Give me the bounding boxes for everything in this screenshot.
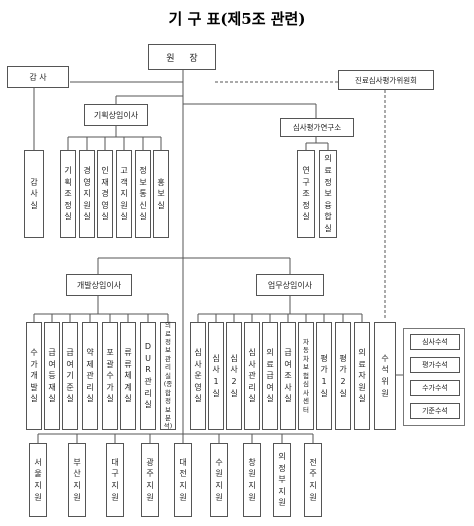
auditor-box[interactable]: 감 사 bbox=[7, 66, 69, 88]
development-unit-label: 급여등재실 bbox=[48, 348, 56, 404]
branch-office-7[interactable]: 창원지원 bbox=[243, 443, 261, 517]
branch-office-label: 수원지원 bbox=[215, 457, 223, 502]
planning-unit-6[interactable]: 홍보실 bbox=[153, 150, 169, 238]
planning-unit-label: 인재경영실 bbox=[101, 166, 109, 222]
branch-office-label: 서울지원 bbox=[34, 457, 42, 502]
development-unit-8[interactable]: 의료정보관리실(종합정보분석) bbox=[160, 321, 176, 431]
planning-director-box[interactable]: 기획상임이사 bbox=[84, 104, 148, 126]
development-director-box[interactable]: 개발상임이사 bbox=[66, 274, 132, 296]
operations-unit-7[interactable]: 자동차보험심사센터 bbox=[298, 322, 314, 430]
operations-unit-label: 심사1실 bbox=[212, 353, 220, 398]
planning-unit-3[interactable]: 인재경영실 bbox=[97, 150, 113, 238]
institute-unit-label: 연구조정실 bbox=[302, 166, 310, 222]
branch-office-label: 부산지원 bbox=[73, 457, 81, 502]
branch-office-8[interactable]: 의정부지원 bbox=[273, 443, 291, 517]
development-unit-label: 약제관리실 bbox=[86, 348, 94, 404]
branch-office-1[interactable]: 서울지원 bbox=[29, 443, 47, 517]
operations-unit-label: 자동차보험심사센터 bbox=[303, 338, 309, 414]
operations-unit-4[interactable]: 심사관리실 bbox=[244, 322, 260, 430]
branch-office-label: 전주지원 bbox=[309, 457, 317, 502]
operations-unit-9[interactable]: 평가2실 bbox=[335, 322, 351, 430]
planning-unit-label: 고객지원실 bbox=[120, 166, 128, 222]
branch-office-label: 창원지원 bbox=[248, 457, 256, 502]
planning-unit-label: 홍보실 bbox=[157, 177, 165, 210]
development-unit-2[interactable]: 급여등재실 bbox=[44, 322, 60, 430]
director-box[interactable]: 원 장 bbox=[148, 44, 216, 70]
chief-examiner-item-4[interactable]: 기준수석 bbox=[410, 403, 460, 419]
operations-unit-6[interactable]: 급여조사실 bbox=[280, 322, 296, 430]
planning-unit-1[interactable]: 기획조정실 bbox=[60, 150, 76, 238]
development-unit-label: 급여기준실 bbox=[66, 348, 74, 404]
planning-unit-label: 경영지원실 bbox=[83, 166, 91, 222]
operations-unit-label: 심사2실 bbox=[230, 353, 238, 398]
branch-office-label: 대구지원 bbox=[111, 457, 119, 502]
chief-examiner-item-2[interactable]: 평가수석 bbox=[410, 357, 460, 373]
chief-examiner-box[interactable]: 수석위원 bbox=[374, 322, 396, 430]
development-unit-7[interactable]: DUR관리실 bbox=[140, 322, 156, 430]
operations-director-box[interactable]: 업무상임이사 bbox=[256, 274, 324, 296]
branch-office-label: 광주지원 bbox=[146, 457, 154, 502]
branch-office-3[interactable]: 대구지원 bbox=[106, 443, 124, 517]
operations-unit-label: 심사운영실 bbox=[194, 348, 202, 404]
branch-office-5[interactable]: 대전지원 bbox=[174, 443, 192, 517]
operations-unit-8[interactable]: 평가1실 bbox=[316, 322, 332, 430]
review-committee-box[interactable]: 진료심사평가위원회 bbox=[338, 70, 434, 90]
research-institute-box[interactable]: 심사평가연구소 bbox=[280, 118, 354, 137]
branch-office-4[interactable]: 광주지원 bbox=[141, 443, 159, 517]
branch-office-9[interactable]: 전주지원 bbox=[304, 443, 322, 517]
development-unit-label: 의료정보관리실(종합정보분석) bbox=[163, 321, 173, 431]
development-unit-4[interactable]: 약제관리실 bbox=[82, 322, 98, 430]
development-unit-label: DUR관리실 bbox=[144, 342, 152, 410]
institute-unit-1[interactable]: 연구조정실 bbox=[297, 150, 315, 238]
planning-unit-label: 기획조정실 bbox=[64, 166, 72, 222]
planning-unit-4[interactable]: 고객지원실 bbox=[116, 150, 132, 238]
operations-unit-10[interactable]: 의료자원실 bbox=[354, 322, 370, 430]
development-unit-6[interactable]: 류류체계실 bbox=[120, 322, 136, 430]
operations-unit-label: 의료급여실 bbox=[266, 348, 274, 404]
operations-unit-label: 의료자원실 bbox=[358, 348, 366, 404]
planning-unit-2[interactable]: 경영지원실 bbox=[79, 150, 95, 238]
planning-unit-5[interactable]: 정보통신실 bbox=[135, 150, 151, 238]
institute-unit-2[interactable]: 의료정보융합실 bbox=[319, 150, 337, 238]
page-title: 기 구 표(제5조 관련) bbox=[168, 10, 306, 28]
operations-unit-3[interactable]: 심사2실 bbox=[226, 322, 242, 430]
development-unit-label: 류류체계실 bbox=[124, 348, 132, 404]
operations-unit-2[interactable]: 심사1실 bbox=[208, 322, 224, 430]
development-unit-5[interactable]: 포괄수가실 bbox=[102, 322, 118, 430]
development-unit-label: 포괄수가실 bbox=[106, 348, 114, 404]
operations-unit-label: 평가2실 bbox=[339, 353, 347, 398]
branch-office-label: 의정부지원 bbox=[278, 452, 286, 508]
development-unit-1[interactable]: 수가개발실 bbox=[26, 322, 42, 430]
operations-unit-5[interactable]: 의료급여실 bbox=[262, 322, 278, 430]
chief-examiner-item-3[interactable]: 수가수석 bbox=[410, 380, 460, 396]
branch-office-6[interactable]: 수원지원 bbox=[210, 443, 228, 517]
institute-unit-label: 의료정보융합실 bbox=[324, 154, 332, 233]
operations-unit-label: 심사관리실 bbox=[248, 348, 256, 404]
development-unit-label: 수가개발실 bbox=[30, 348, 38, 404]
operations-unit-label: 평가1실 bbox=[320, 353, 328, 398]
audit-office-box[interactable]: 감사실 bbox=[24, 150, 44, 238]
chief-examiner-item-1[interactable]: 심사수석 bbox=[410, 334, 460, 350]
operations-unit-1[interactable]: 심사운영실 bbox=[190, 322, 206, 430]
development-unit-3[interactable]: 급여기준실 bbox=[62, 322, 78, 430]
planning-unit-label: 정보통신실 bbox=[139, 166, 147, 222]
operations-unit-label: 급여조사실 bbox=[284, 348, 292, 404]
branch-office-label: 대전지원 bbox=[179, 457, 187, 502]
branch-office-2[interactable]: 부산지원 bbox=[68, 443, 86, 517]
